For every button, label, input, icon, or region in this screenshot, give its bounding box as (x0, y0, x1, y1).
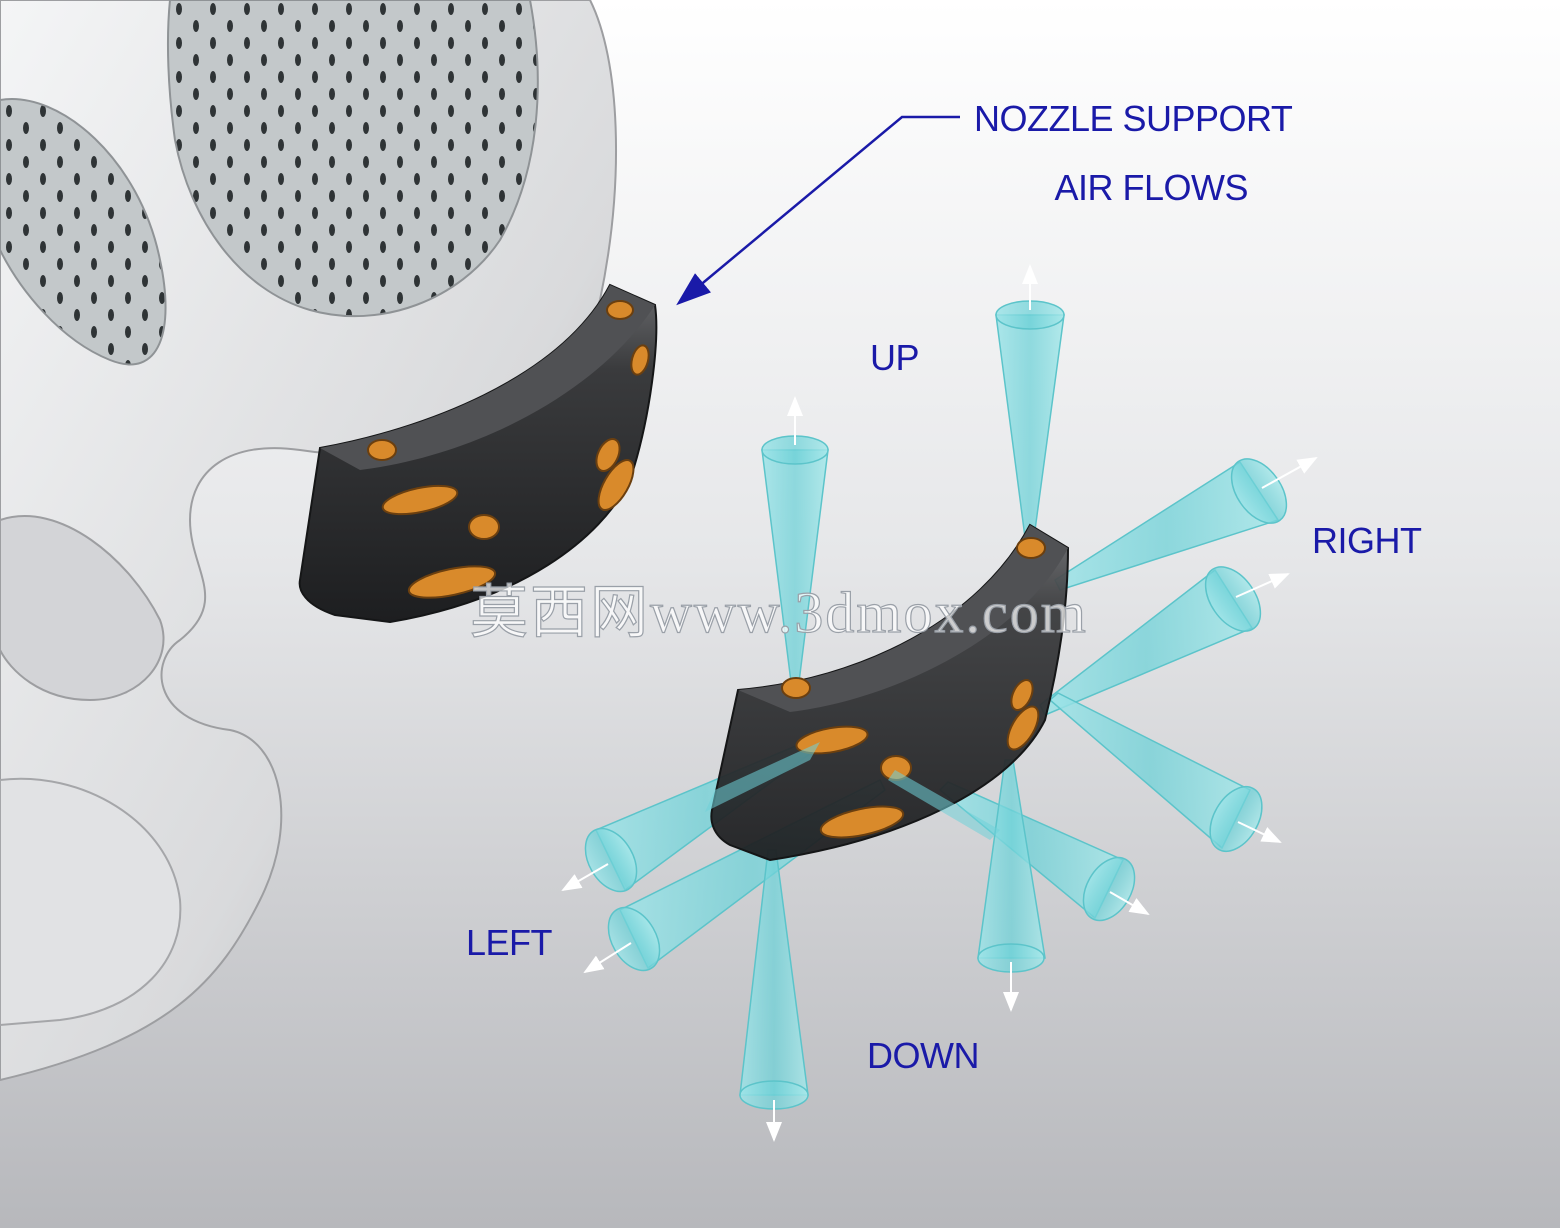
arrow-icon (1261, 457, 1318, 489)
nozzle-support-attached (298, 283, 658, 624)
label-left: LEFT (466, 922, 553, 963)
flow-arrows (561, 264, 1318, 1142)
label-up: UP (870, 337, 919, 378)
nozzle-hole (606, 300, 634, 320)
mesh-panel-left (0, 98, 167, 366)
nozzle-hole (595, 438, 621, 472)
arrow-icon (1235, 573, 1290, 598)
air-jet-right (1048, 692, 1263, 852)
air-jet-right (1039, 566, 1262, 716)
nozzle-hole (781, 677, 811, 699)
nozzle-hole (597, 459, 635, 511)
nozzle-hole (1010, 679, 1034, 711)
mesh-panel-center (166, 0, 539, 318)
nozzle-hole (1006, 705, 1040, 751)
watermark: 莫西网www.3dmox.com (470, 580, 1088, 645)
label-air-flows: AIR FLOWS (1054, 167, 1248, 208)
arrow-icon (1237, 821, 1282, 843)
nozzle-hole (381, 484, 459, 516)
label-nozzle-support: NOZZLE SUPPORT (974, 98, 1293, 139)
nozzle-support-detail (705, 523, 1070, 862)
arrow-icon (561, 863, 609, 892)
air-jet-down (739, 849, 809, 1110)
air-jets (584, 300, 1288, 1110)
nozzle-hole (1016, 537, 1046, 559)
nozzle-hole (367, 439, 397, 461)
leader-line (676, 115, 960, 306)
label-right: RIGHT (1312, 520, 1422, 561)
air-jet-right (1054, 458, 1288, 591)
arrow-icon (583, 942, 632, 974)
label-down: DOWN (867, 1035, 979, 1076)
nozzle-hole (468, 514, 500, 540)
nozzle-hole (407, 565, 497, 599)
mask-frame (0, 0, 617, 1082)
air-jet-right (938, 781, 1136, 922)
arrow-icon (1109, 891, 1150, 916)
nozzle-hole (630, 344, 650, 376)
nozzle-hole (819, 805, 905, 839)
